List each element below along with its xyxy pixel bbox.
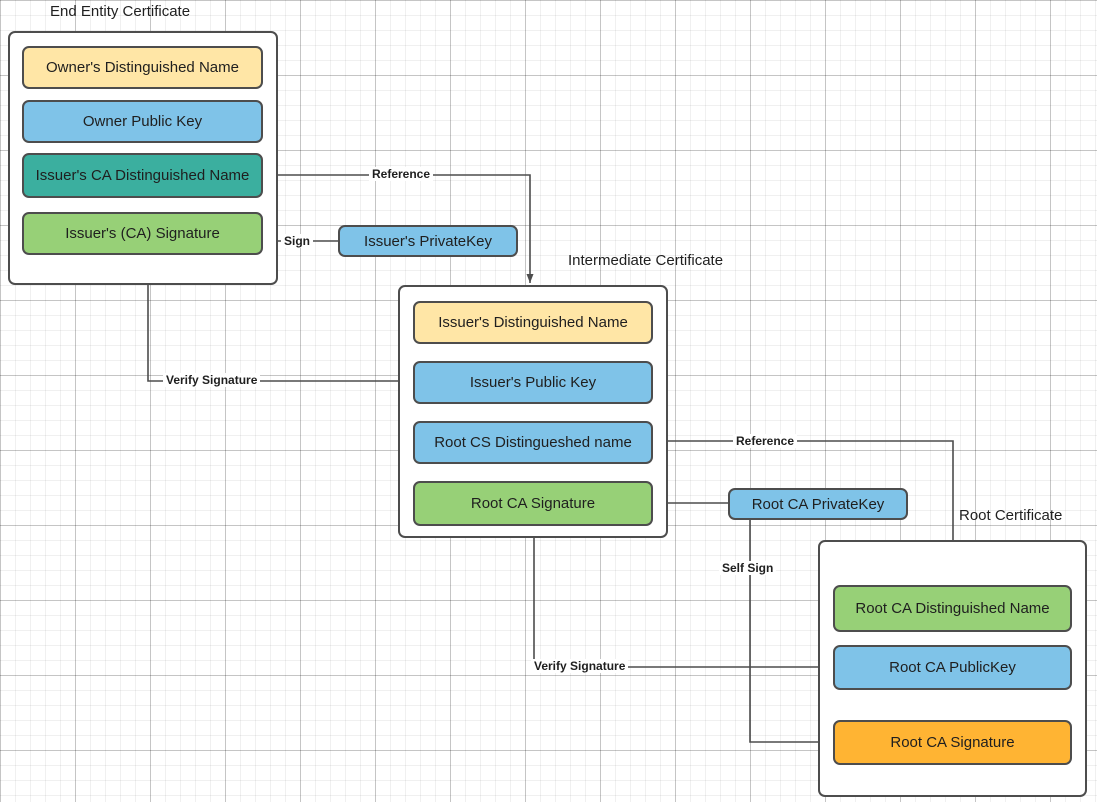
edge-label-verify-signature-top: Verify Signature — [163, 373, 261, 387]
edge-label-self-sign: Self Sign — [719, 561, 777, 575]
root-ca-private-key-box[interactable]: Root CA PrivateKey — [728, 488, 908, 520]
end-entity-field-owner-distinguished-name[interactable]: Owner's Distinguished Name — [22, 46, 263, 89]
edge-label-verify-signature-bottom: Verify Signature — [531, 659, 629, 673]
end-entity-certificate-title: End Entity Certificate — [50, 3, 191, 20]
edge-verify-signature-bottom — [530, 528, 833, 668]
edge-label-sign: Sign — [281, 234, 313, 248]
edge-label-reference-bottom: Reference — [733, 434, 798, 448]
edge-label-reference-top: Reference — [369, 167, 434, 181]
issuer-private-key-box[interactable]: Issuer's PrivateKey — [338, 225, 518, 257]
end-entity-field-issuer-ca-distinguished-name[interactable]: Issuer's CA Distinguished Name — [22, 153, 263, 198]
intermediate-field-issuer-distinguished-name[interactable]: Issuer's Distinguished Name — [413, 301, 653, 344]
root-field-root-ca-distinguished-name[interactable]: Root CA Distinguished Name — [833, 585, 1072, 632]
root-field-root-ca-signature[interactable]: Root CA Signature — [833, 720, 1072, 765]
root-field-root-ca-public-key[interactable]: Root CA PublicKey — [833, 645, 1072, 690]
end-entity-field-owner-public-key[interactable]: Owner Public Key — [22, 100, 263, 143]
intermediate-field-root-cs-distinguished-name[interactable]: Root CS Distingueshed name — [413, 421, 653, 464]
intermediate-certificate-title: Intermediate Certificate — [568, 252, 724, 269]
end-entity-field-issuer-ca-signature[interactable]: Issuer's (CA) Signature — [22, 212, 263, 255]
root-certificate-title: Root Certificate — [959, 507, 1063, 524]
intermediate-field-issuer-public-key[interactable]: Issuer's Public Key — [413, 361, 653, 404]
intermediate-field-root-ca-signature[interactable]: Root CA Signature — [413, 481, 653, 526]
